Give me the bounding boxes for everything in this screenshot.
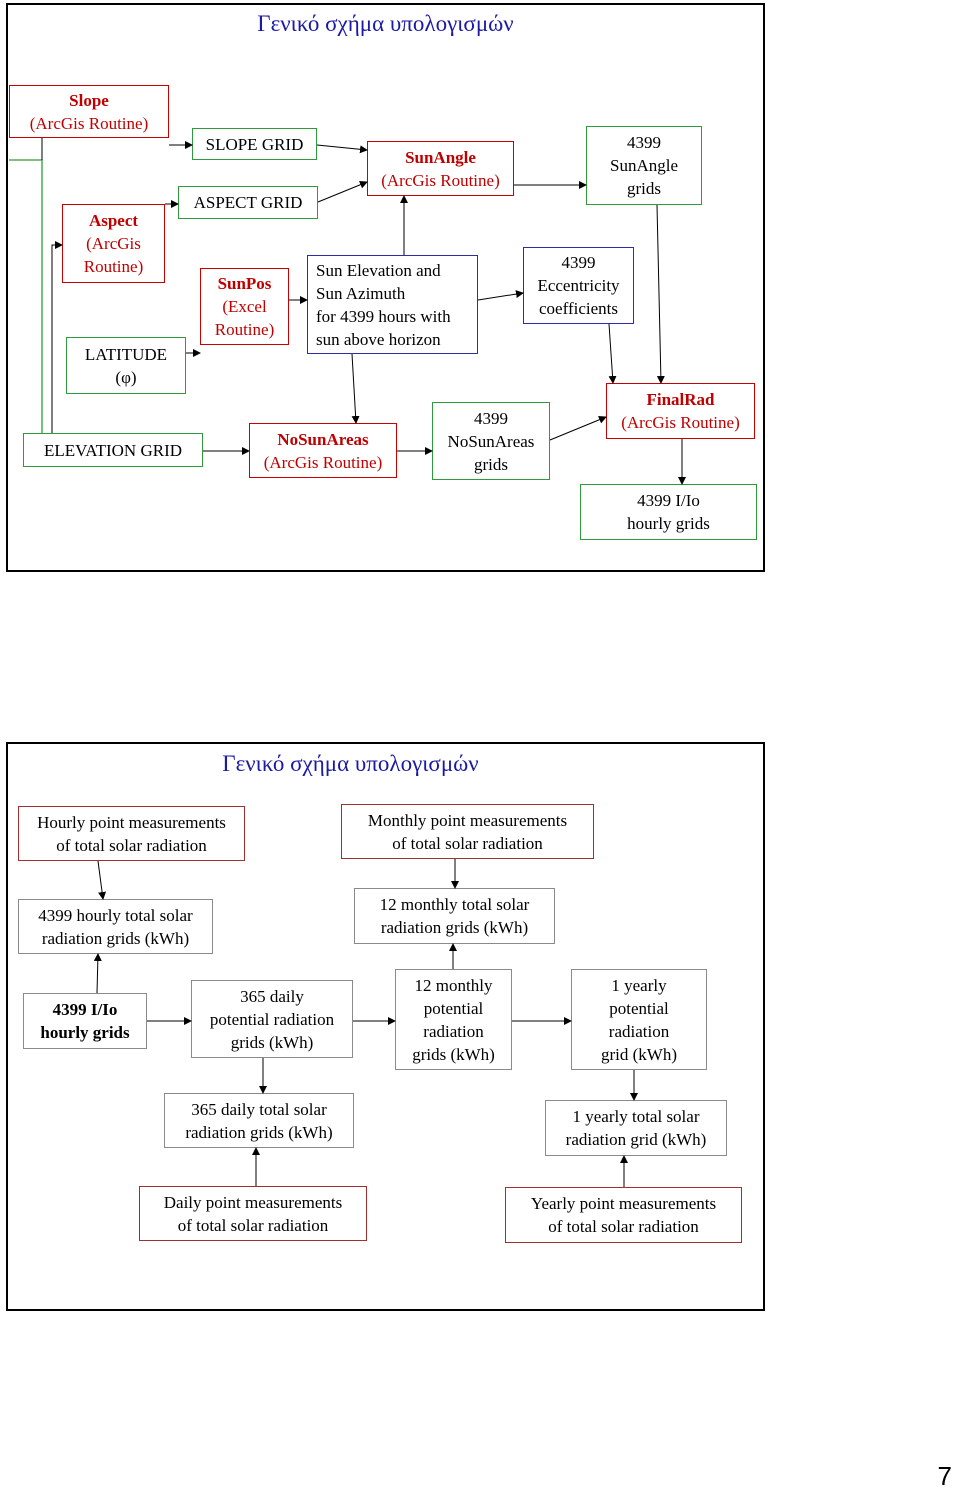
arrow-eccentricity-to-finalrad [608, 323, 617, 384]
nosunareas-grids-box: 4399 NoSunAreas grids [432, 402, 550, 480]
arrow-io-to-hourlytotal [93, 953, 102, 994]
slope-routine-box: Slope (ArcGis Routine) [9, 85, 169, 138]
monthly-measurements-box: Monthly point measurements of total sola… [341, 804, 594, 859]
daily-potential-grids-box: 365 daily potential radiation grids (kWh… [191, 980, 353, 1058]
monthly-potential-grids-box: 12 monthly potential radiation grids (kW… [395, 969, 512, 1070]
latitude-box: LATITUDE (φ) [66, 337, 186, 394]
arrow-slopegrid-to-sunangle [316, 144, 368, 154]
slide-2-title: Γενικό σχήμα υπολογισμών [222, 751, 479, 776]
eccentricity-coefficients-box: 4399 Eccentricity coefficients [523, 247, 634, 324]
io-hourly-grids-box: 4399 I/Io hourly grids [580, 484, 757, 540]
finalrad-routine-box: FinalRad (ArcGis Routine) [606, 383, 755, 439]
sunangle-routine-box: SunAngle (ArcGis Routine) [367, 141, 514, 196]
elevation-grid-box: ELEVATION GRID [23, 433, 203, 467]
arrow-aspectgrid-to-sunangle [317, 180, 368, 203]
daily-measurements-box: Daily point measurements of total solar … [139, 1186, 367, 1241]
hourly-total-grids-box: 4399 hourly total solar radiation grids … [18, 899, 213, 954]
sunangle-grids-box: 4399 SunAngle grids [586, 126, 702, 205]
aspect-routine-box: Aspect (ArcGis Routine) [62, 204, 165, 283]
arrow-elevation-to-aspect [51, 241, 63, 433]
arrow-nosungrids-to-finalrad [549, 415, 607, 441]
io-hourly-grids-box-2: 4399 I/Io hourly grids [23, 993, 147, 1049]
sunpos-routine-box: SunPos (Excel Routine) [200, 268, 289, 345]
slope-grid-box: SLOPE GRID [192, 128, 317, 160]
sun-elevation-azimuth-box: Sun Elevation and Sun Azimuth for 4399 h… [307, 255, 478, 354]
nosunareas-routine-box: NoSunAreas (ArcGis Routine) [249, 423, 397, 478]
daily-total-grids-box: 365 daily total solar radiation grids (k… [164, 1093, 354, 1148]
hourly-measurements-box: Hourly point measurements of total solar… [18, 806, 245, 861]
arrow-hourlymeas-to-hourlytotal [97, 860, 107, 900]
arrow-sunelev-to-eccentricity [477, 290, 524, 301]
arrow-sunelev-to-nosunareas [351, 353, 360, 424]
slide-1-title: Γενικό σχήμα υπολογισμών [257, 11, 514, 36]
arrow-sunanglegrids-to-finalrad [656, 204, 665, 384]
arrow-elevation-to-slope [9, 159, 43, 433]
page-number: 7 [937, 1461, 952, 1491]
aspect-grid-box: ASPECT GRID [178, 186, 318, 219]
yearly-measurements-box: Yearly point measurements of total solar… [505, 1187, 742, 1243]
yearly-potential-grid-box: 1 yearly potential radiation grid (kWh) [571, 969, 707, 1070]
